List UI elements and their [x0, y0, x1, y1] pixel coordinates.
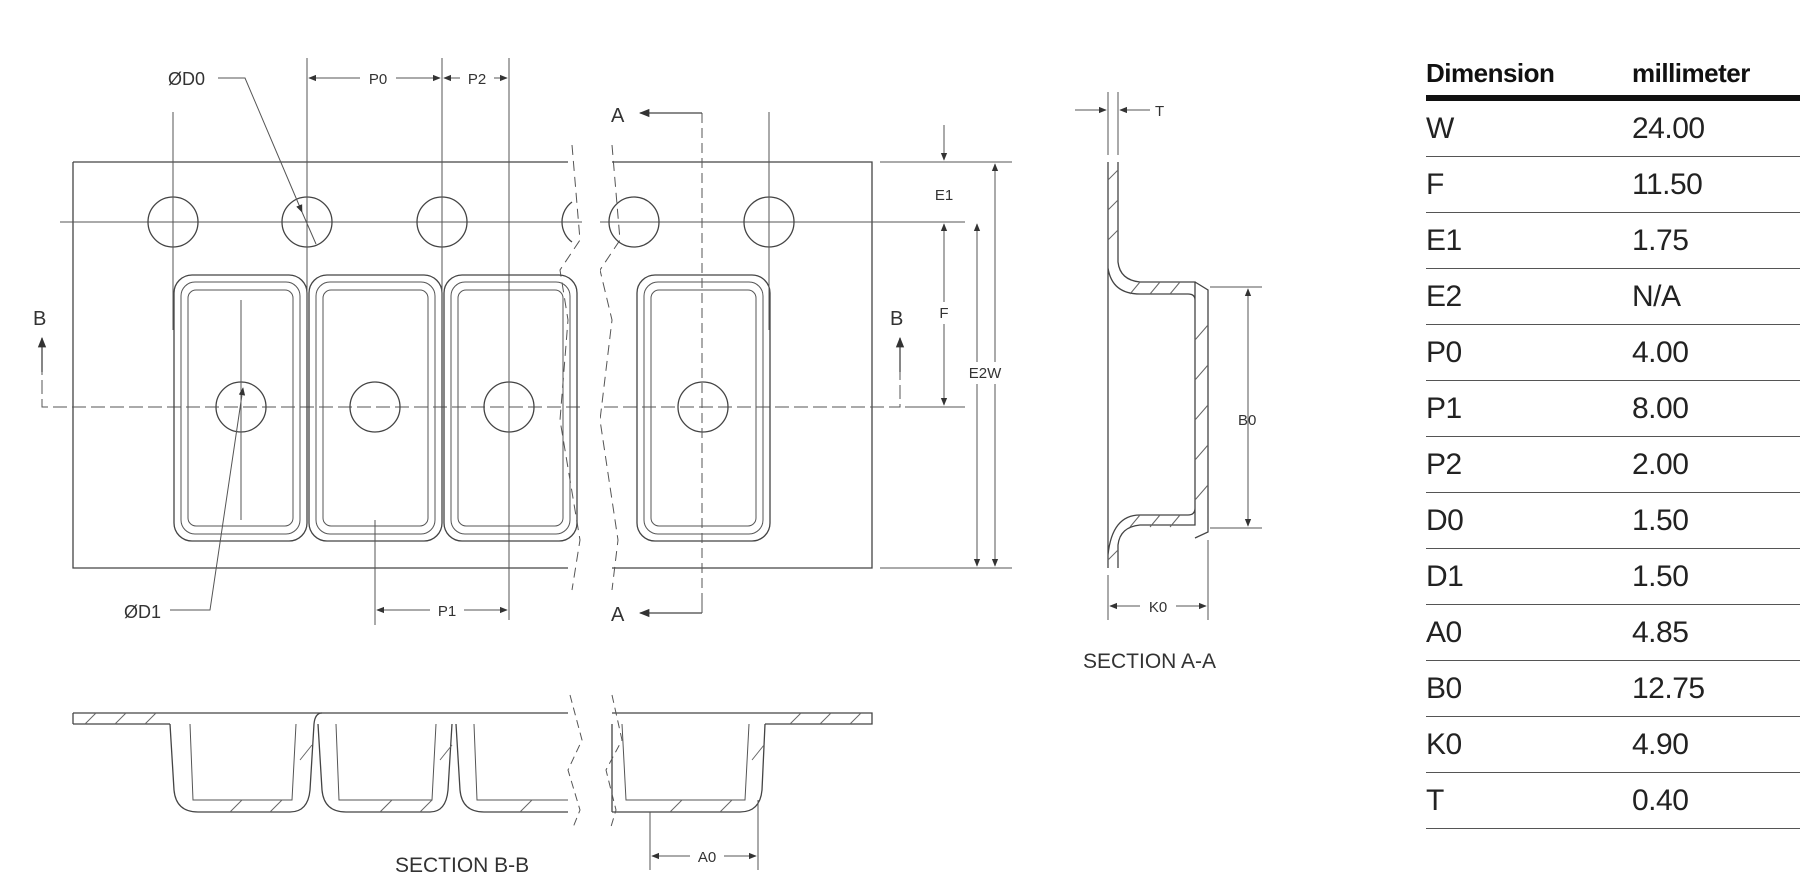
cell-dimension: D0 — [1426, 492, 1632, 549]
cell-value: 24.00 — [1632, 98, 1800, 157]
cell-dimension: E2 — [1426, 268, 1632, 325]
cell-value: 1.50 — [1632, 492, 1800, 549]
label-f: F — [939, 305, 948, 322]
section-aa-hatch — [1107, 169, 1209, 561]
label-k0: K0 — [1149, 599, 1167, 616]
label-d0: ØD0 — [168, 69, 205, 89]
label-p0: P0 — [369, 71, 387, 88]
sprocket-hole-partial — [561, 201, 573, 243]
cell-dimension: F — [1426, 156, 1632, 213]
cell-value: 4.85 — [1632, 604, 1800, 661]
label-section-b-left: B — [33, 308, 46, 330]
cell-value: 4.90 — [1632, 716, 1800, 773]
pocket — [173, 274, 308, 542]
label-p2: P2 — [468, 71, 486, 88]
cell-value: 11.50 — [1632, 156, 1800, 213]
label-e1: E1 — [935, 187, 953, 204]
cell-value: 8.00 — [1632, 380, 1800, 437]
label-section-a-top: A — [611, 105, 625, 127]
cell-value: 12.75 — [1632, 660, 1800, 717]
label-e2w: E2W — [969, 365, 1002, 382]
break-gap — [582, 150, 600, 580]
label-p1: P1 — [438, 603, 456, 620]
cell-dimension: P2 — [1426, 436, 1632, 493]
top-view: P0 P2 P1 ØD0 ØD1 A A B B E1 — [33, 58, 1012, 626]
cell-dimension: W — [1426, 98, 1632, 157]
label-a0: A0 — [698, 849, 716, 866]
section-bb-hatch — [84, 712, 862, 813]
label-b0: B0 — [1238, 412, 1256, 429]
cell-value: 1.50 — [1632, 548, 1800, 605]
cell-value: 0.40 — [1632, 772, 1800, 829]
break-line-left — [559, 144, 581, 591]
table-header-row: Dimension millimeter — [1426, 54, 1800, 101]
cell-value: 4.00 — [1632, 324, 1800, 381]
section-bb: A0 SECTION B-B — [72, 694, 873, 877]
label-t: T — [1155, 103, 1164, 120]
label-section-a-bottom: A — [611, 604, 625, 626]
header-millimeter: millimeter — [1632, 54, 1800, 101]
cell-dimension: D1 — [1426, 548, 1632, 605]
cell-dimension: E1 — [1426, 212, 1632, 269]
cell-dimension: A0 — [1426, 604, 1632, 661]
header-dimension: Dimension — [1426, 54, 1632, 101]
pocket — [636, 274, 771, 542]
section-aa-profile — [1107, 162, 1209, 568]
tape-outline-right — [612, 161, 873, 569]
section-b-line — [41, 342, 901, 408]
cell-dimension: T — [1426, 772, 1632, 829]
break-line-right — [599, 144, 621, 591]
tape-drawing: P0 P2 P1 ØD0 ØD1 A A B B E1 — [33, 58, 1262, 877]
pocket — [308, 274, 443, 542]
cell-dimension: B0 — [1426, 660, 1632, 717]
label-d1: ØD1 — [124, 602, 161, 622]
cell-value: 1.75 — [1632, 212, 1800, 269]
cell-value: 2.00 — [1632, 436, 1800, 493]
cell-dimension: K0 — [1426, 716, 1632, 773]
section-bb-title: SECTION B-B — [395, 854, 529, 877]
tape-outline-left — [72, 161, 568, 569]
section-aa-title: SECTION A-A — [1083, 650, 1216, 673]
pocket — [443, 274, 578, 542]
label-section-b-right: B — [890, 308, 903, 330]
sprocket-hole — [608, 196, 660, 248]
cell-value: N/A — [1632, 268, 1800, 325]
cell-dimension: P0 — [1426, 324, 1632, 381]
cell-dimension: P1 — [1426, 380, 1632, 437]
section-aa: T B0 K0 SECTIO — [1075, 92, 1262, 673]
